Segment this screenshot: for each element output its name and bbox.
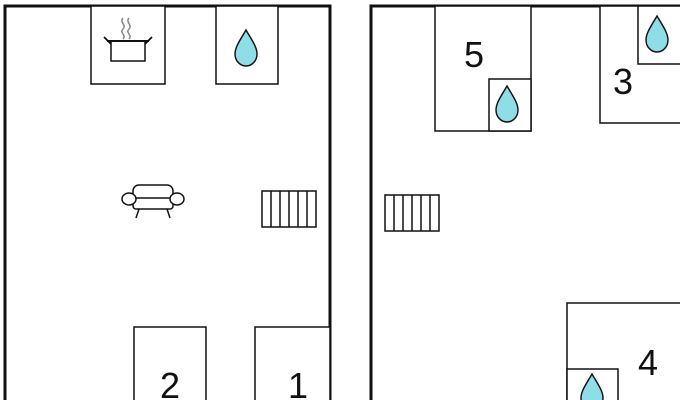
bedroom-1 [254, 326, 331, 400]
room-number-2: 2 [160, 365, 180, 400]
room-number-5: 5 [464, 34, 484, 75]
upper-floor-outline [369, 4, 680, 400]
upper-floor: 5 3 4 [369, 4, 680, 400]
room-number-1: 1 [288, 365, 308, 400]
room-number-4: 4 [638, 342, 658, 383]
stairs-icon [384, 194, 440, 232]
bedroom-4 [566, 302, 680, 400]
stairs-icon [261, 190, 317, 228]
sofa-icon [121, 184, 185, 219]
room-number-3: 3 [613, 61, 633, 102]
ground-floor: 2 1 [3, 4, 332, 400]
ground-floor-outline [3, 4, 332, 400]
cooking-pot-icon [103, 17, 153, 62]
bedroom-2 [133, 326, 207, 400]
